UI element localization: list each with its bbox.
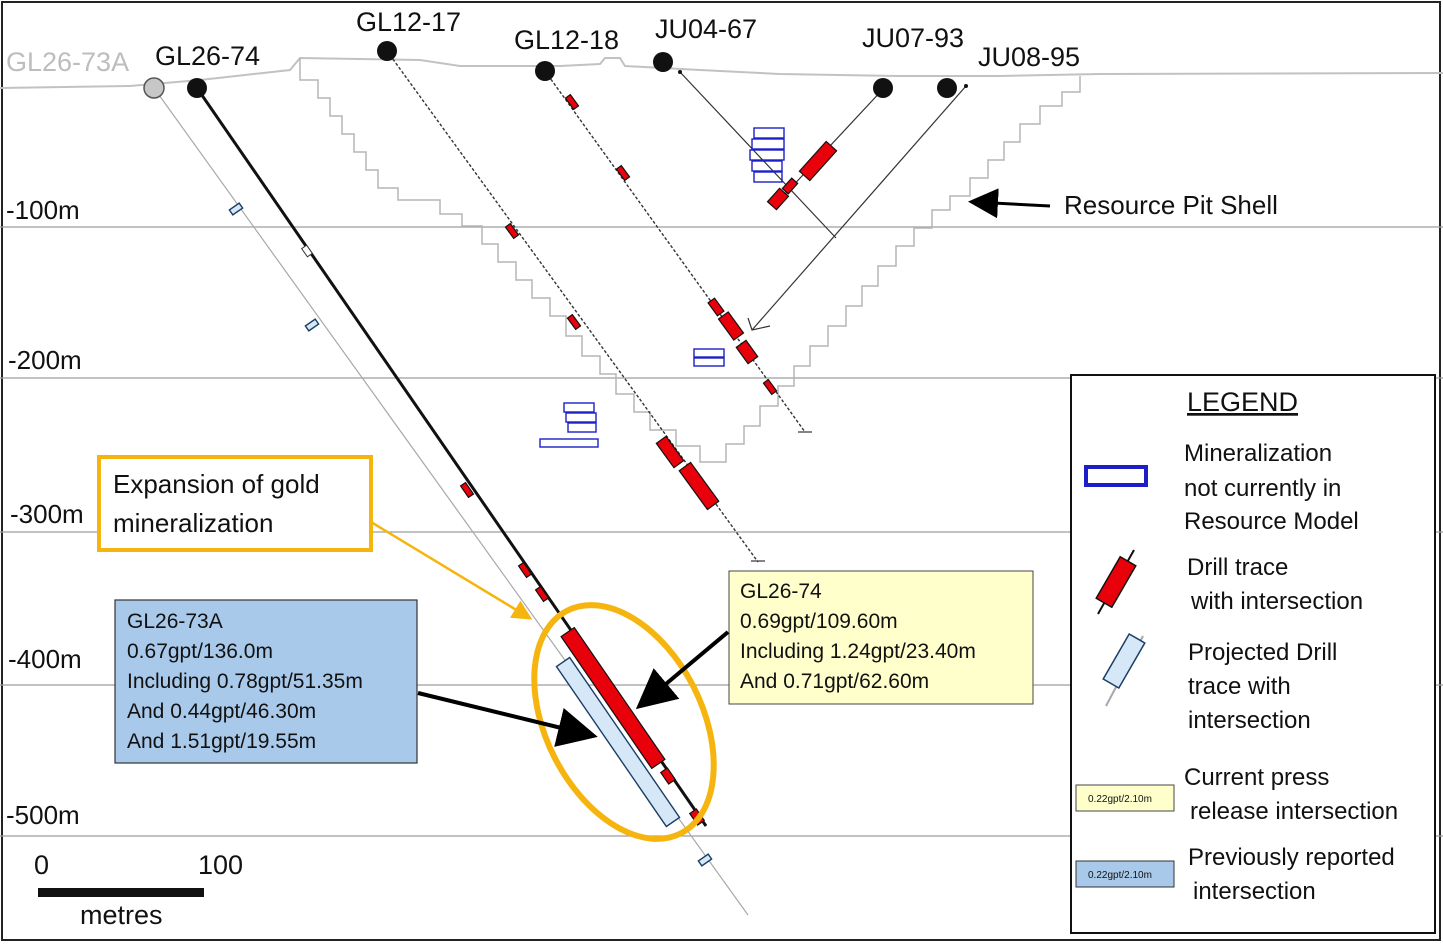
previous-intercept-arrow <box>417 691 598 747</box>
collar-gl12-17 <box>377 41 397 61</box>
int-gl12-17-3 <box>655 435 685 469</box>
current-intercept-hole: GL26-74 <box>740 580 822 603</box>
ju08-95-end-tick <box>747 317 771 331</box>
legend-current-swatch <box>1075 784 1175 812</box>
collar-ju08-95 <box>937 78 957 98</box>
trace-ju04-67 <box>679 71 837 239</box>
svg-text:0.22gpt/2.10m: 0.22gpt/2.10m <box>1088 794 1152 805</box>
collar-ju04-67 <box>653 52 673 72</box>
int-ju07-93-1 <box>798 140 838 182</box>
int-gl26-74-4 <box>659 767 677 785</box>
scale-end: 100 <box>198 850 243 880</box>
expansion-arrow <box>370 520 533 620</box>
previous-intercept-hole: GL26-73A <box>127 610 223 633</box>
int-gl26-74-1 <box>459 481 475 499</box>
previous-intercept-line3: And 0.44gpt/46.30m <box>127 700 316 723</box>
int-gl26-74-2 <box>517 561 533 579</box>
svg-text:0.22gpt/2.10m: 0.22gpt/2.10m <box>1088 870 1152 881</box>
scale-unit: metres <box>80 900 163 930</box>
current-intercept-arrow <box>635 630 730 710</box>
int-ju07-93-2 <box>781 177 799 195</box>
int-gl12-18-3 <box>707 297 725 317</box>
expansion-ellipse <box>531 602 717 842</box>
int-gl12-18-4 <box>717 311 745 341</box>
int-gl12-17-1 <box>504 222 520 240</box>
mineralization-blocks <box>539 127 785 448</box>
collar-gl26-74 <box>187 78 207 98</box>
svg-text:Mineralization: Mineralization <box>1184 440 1332 467</box>
label-ju08-95: JU08-95 <box>978 42 1080 72</box>
scale-start: 0 <box>34 850 49 880</box>
trace-gl12-18 <box>544 70 806 433</box>
end-of-hole-ticks <box>751 431 812 562</box>
int-gl12-17-2 <box>566 313 582 331</box>
previous-intercept-box <box>114 599 418 764</box>
gl26-74-tick <box>300 244 314 258</box>
int-gl26-74-3 <box>534 585 550 603</box>
current-intercept-box <box>728 570 1034 705</box>
svg-text:Current press: Current press <box>1184 764 1329 791</box>
depth-label-400: -400m <box>8 644 82 674</box>
pit-shell-label: Resource Pit Shell <box>1064 190 1278 220</box>
scale-bar <box>38 888 204 897</box>
svg-text:Previously reported: Previously reported <box>1188 844 1395 871</box>
label-ju04-67: JU04-67 <box>655 14 757 44</box>
int-gl26-74-main <box>560 626 666 770</box>
label-gl12-18: GL12-18 <box>514 25 619 55</box>
expansion-callout-box <box>97 455 373 552</box>
int-gl12-18-1 <box>564 93 580 111</box>
trace-ju08-95 <box>751 85 967 331</box>
legend-projected-swatch <box>1102 632 1146 690</box>
previous-intercept-line1: 0.67gpt/136.0m <box>127 640 273 663</box>
drill-intersections <box>459 93 838 826</box>
legend-drill-trace-swatch <box>1095 555 1137 609</box>
svg-text:trace with: trace with <box>1188 673 1291 700</box>
svg-text:Projected Drill: Projected Drill <box>1188 639 1337 666</box>
legend-previous-swatch <box>1075 860 1175 888</box>
int-gl12-18-6 <box>762 378 778 396</box>
resource-pit-shell <box>299 58 1081 463</box>
current-intercept-line2: Including 1.24gpt/23.40m <box>740 640 976 663</box>
expansion-label-line1: Expansion of gold <box>113 469 320 499</box>
previous-intercept-line4: And 1.51gpt/19.55m <box>127 730 316 753</box>
proj-gl26-73a-main <box>555 656 681 828</box>
topography-line <box>0 56 1443 89</box>
projected-intersections <box>228 202 713 867</box>
int-gl12-18-2 <box>615 164 631 182</box>
svg-text:release intersection: release intersection <box>1190 798 1398 825</box>
previous-intercept-line2: Including 0.78gpt/51.35m <box>127 670 363 693</box>
svg-text:with intersection: with intersection <box>1190 588 1363 615</box>
svg-text:not currently in: not currently in <box>1184 475 1341 502</box>
depth-label-200: -200m <box>8 345 82 375</box>
current-intercept-line3: And 0.71gpt/62.60m <box>740 670 929 693</box>
label-gl26-74: GL26-74 <box>155 41 260 71</box>
collar-gl26-73a <box>143 77 165 99</box>
svg-text:intersection: intersection <box>1193 878 1316 905</box>
current-intercept-line1: 0.69gpt/109.60m <box>740 610 898 633</box>
legend-mineralization-swatch <box>1084 465 1148 487</box>
label-gl12-17: GL12-17 <box>356 7 461 37</box>
label-ju07-93: JU07-93 <box>862 23 964 53</box>
int-ju07-93-3 <box>766 187 790 211</box>
svg-text:Resource Model: Resource Model <box>1184 508 1359 535</box>
label-gl26-73a: GL26-73A <box>6 47 129 77</box>
collar-ju07-93 <box>873 78 893 98</box>
svg-text:Drill trace: Drill trace <box>1187 554 1288 581</box>
legend-title: LEGEND <box>1187 387 1298 417</box>
depth-label-300: -300m <box>10 499 84 529</box>
int-gl12-18-5 <box>735 339 759 365</box>
collar-gl12-18 <box>535 61 555 81</box>
expansion-label-line2: mineralization <box>113 508 273 538</box>
depth-label-500: -500m <box>6 800 80 830</box>
legend: LEGEND Mineralization not currently in R… <box>1070 374 1436 934</box>
int-gl12-17-4 <box>678 461 720 511</box>
depth-label-100: -100m <box>6 195 80 225</box>
pit-shell-arrow <box>968 188 1051 219</box>
svg-text:intersection: intersection <box>1188 707 1311 734</box>
collars <box>143 41 968 99</box>
